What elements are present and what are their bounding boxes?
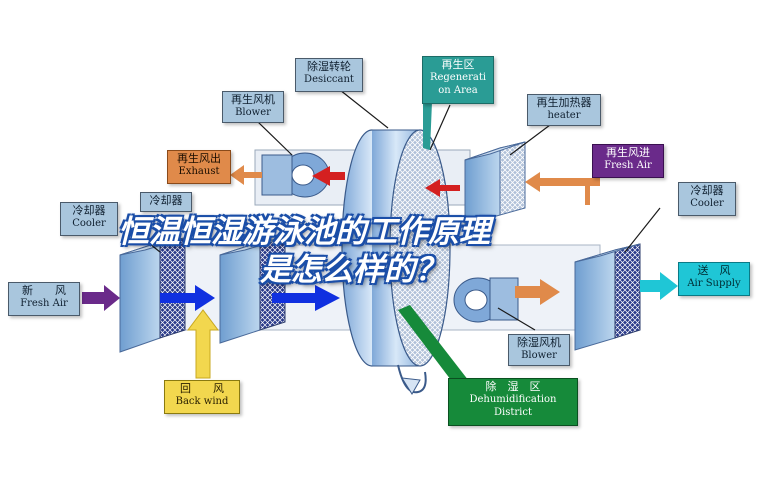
regeneration-area-label-en2: on Area: [438, 85, 478, 96]
dehum-blower-fan: [453, 277, 519, 323]
regen-blower-label-cn: 再生风机: [231, 93, 275, 106]
cooler-right-unit: [574, 243, 641, 351]
fresh-air-label-en: Fresh Air: [20, 298, 68, 309]
back-wind-arrow: [187, 309, 219, 379]
regeneration-area-pointer: [423, 100, 432, 150]
red-flow-arrow-2: [312, 166, 345, 186]
dehum-district-label-cn: 除 湿 区: [485, 380, 541, 393]
title-line-1: 恒温恒湿游泳池的工作原理: [118, 214, 490, 250]
dehum-district-label-en1: Dehumidification: [469, 394, 557, 405]
desiccant-label-en: Desiccant: [304, 74, 354, 85]
regeneration-area-label-cn: 再生区: [441, 58, 475, 71]
red-flow-arrow-1: [425, 179, 460, 197]
cooler-second-label: 冷却器: [140, 192, 192, 212]
cooler-second-label-cn: 冷却器: [149, 194, 183, 207]
blue-flow-arrow-2: [272, 285, 340, 311]
regen-exhaust-label: 再生风出 Exhaust: [167, 150, 231, 184]
regeneration-area-label: 再生区 Regenerati on Area: [422, 56, 494, 104]
blue-flow-arrow-1: [160, 285, 215, 311]
cooler-left-label-en: Cooler: [72, 218, 106, 229]
dehum-district-label: 除 湿 区 Dehumidification District: [448, 378, 578, 426]
dehum-blower-label: 除湿风机 Blower: [508, 334, 570, 366]
regen-heater-unit: [464, 141, 526, 226]
air-supply-label: 送 风 Air Supply: [678, 262, 750, 296]
cooler-left-unit: [119, 237, 186, 353]
title-line-2: 是怎么样的？: [260, 252, 446, 288]
regen-fresh-air-arrow: [525, 172, 600, 192]
dehum-blower-label-cn: 除湿风机: [517, 336, 561, 349]
cooler-left-label: 冷却器 Cooler: [60, 202, 118, 236]
flow-arrows: [82, 165, 678, 379]
desiccant-label-cn: 除湿转轮: [307, 60, 351, 73]
regen-heater-label: 再生加热器 heater: [527, 94, 601, 126]
cooler-second-unit: [219, 237, 286, 344]
dehum-district-label-en2: District: [494, 407, 532, 418]
dehum-district-pointer: [398, 305, 472, 392]
regeneration-area-label-en1: Regenerati: [429, 72, 487, 83]
regen-exhaust-label-en: Exhaust: [178, 166, 220, 177]
fresh-air-label: 新 风 Fresh Air: [8, 282, 80, 316]
regen-heater-label-cn: 再生加热器: [536, 96, 592, 109]
regen-fresh-air-label-cn: 再生风进: [606, 146, 650, 159]
back-wind-label-en: Back wind: [175, 396, 229, 407]
air-supply-label-en: Air Supply: [687, 278, 741, 289]
desiccant-label: 除湿转轮 Desiccant: [295, 58, 363, 92]
regen-fresh-air-label: 再生风进 Fresh Air: [592, 144, 664, 178]
cooler-left-label-cn: 冷却器: [72, 204, 106, 217]
orange-flow-arrow: [515, 279, 560, 305]
air-supply-arrow: [640, 272, 678, 300]
regen-fresh-air-label-en: Fresh Air: [604, 160, 652, 171]
cooler-right-label: 冷却器 Cooler: [678, 182, 736, 216]
regen-heater-label-en: heater: [547, 110, 581, 121]
exhaust-arrow: [230, 165, 262, 185]
cooler-right-label-cn: 冷却器: [690, 184, 724, 197]
regen-blower-fan: [261, 152, 330, 198]
regen-exhaust-label-cn: 再生风出: [177, 152, 221, 165]
dehum-blower-label-en: Blower: [521, 350, 557, 361]
regen-blower-label: 再生风机 Blower: [222, 91, 284, 123]
fresh-air-label-cn: 新 风: [22, 284, 66, 297]
pointer-lines: [139, 89, 661, 331]
fresh-air-arrow: [82, 285, 120, 311]
cooler-right-label-en: Cooler: [690, 198, 724, 209]
back-wind-label-cn: 回 风: [180, 382, 224, 395]
regen-blower-label-en: Blower: [235, 107, 271, 118]
air-supply-label-cn: 送 风: [697, 264, 731, 277]
back-wind-label: 回 风 Back wind: [164, 380, 240, 414]
